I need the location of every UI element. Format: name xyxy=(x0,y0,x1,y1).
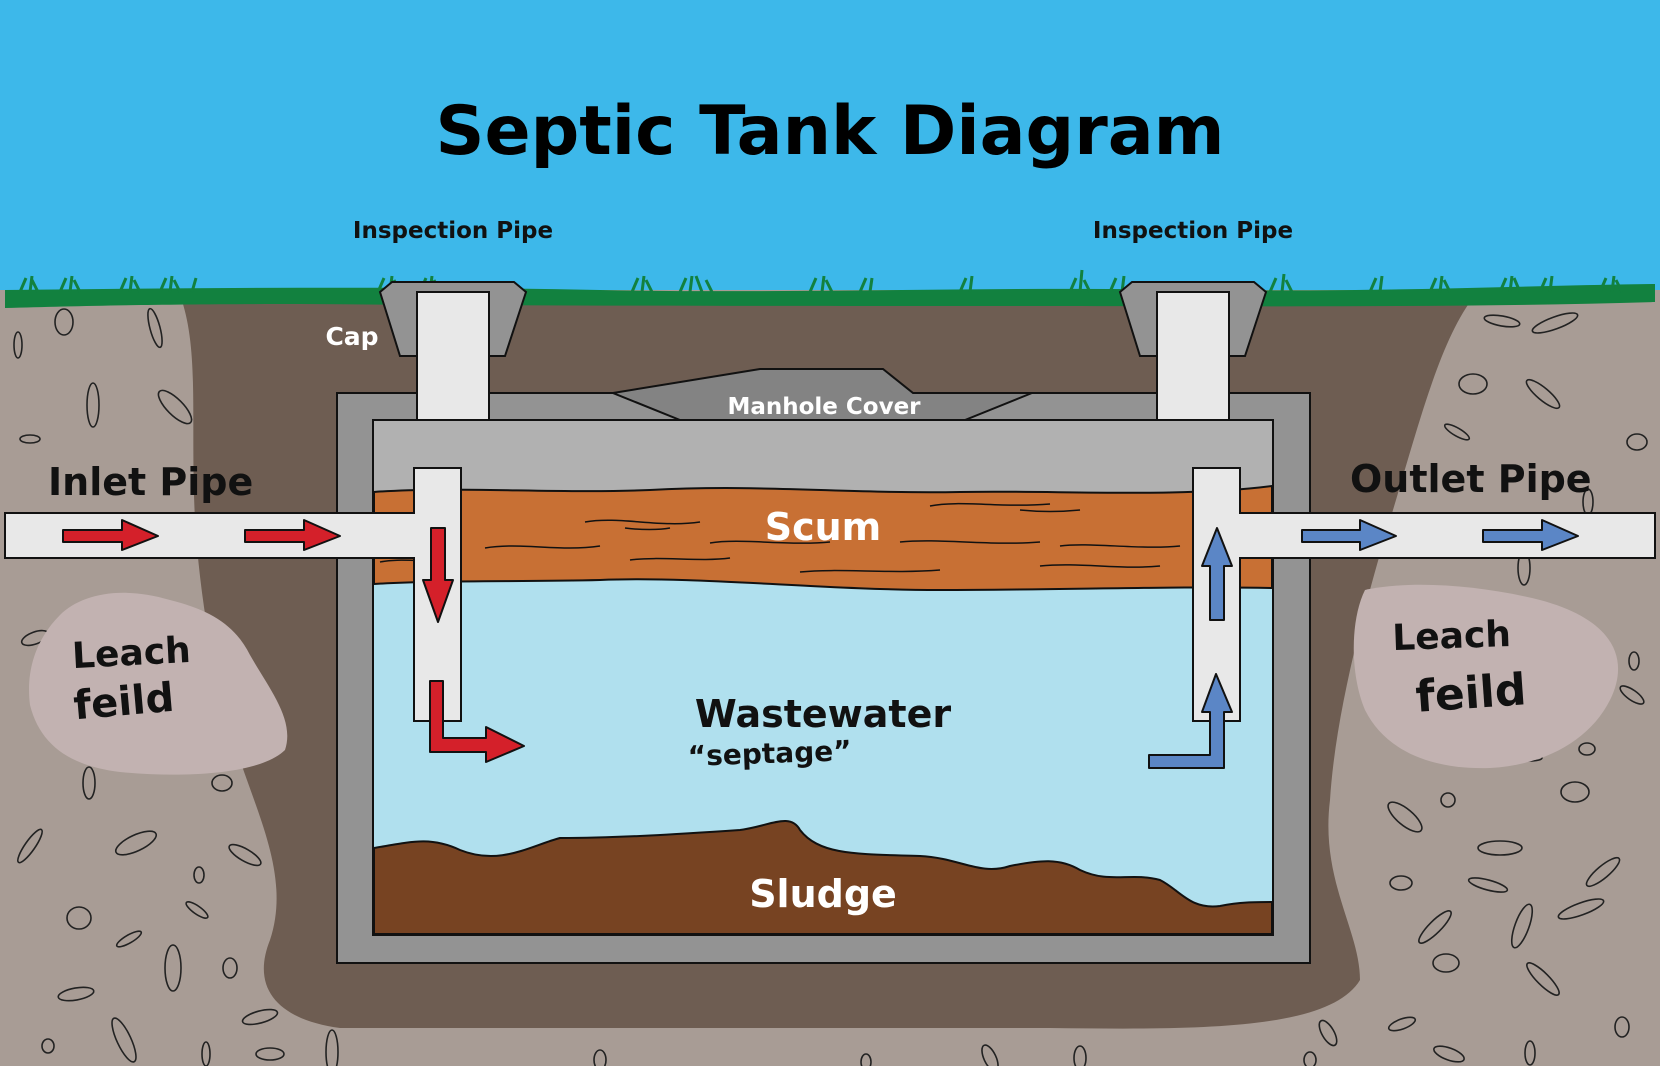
inflow-arrows xyxy=(62,519,525,763)
wastewater-label: Wastewater xyxy=(695,692,951,736)
diagram-title: Septic Tank Diagram xyxy=(436,92,1225,171)
leach-field-left xyxy=(29,592,288,775)
leach-field-right-label-line2: feild xyxy=(1414,664,1528,723)
inflow-arrow-elbow xyxy=(429,680,525,763)
outflow-arrow-up xyxy=(1201,527,1233,621)
outflow-arrow-elbow xyxy=(1148,673,1233,769)
leach-field-left-label-line1: Leach xyxy=(71,630,192,677)
inflow-arrow-2 xyxy=(244,519,341,551)
inspection-pipe-right-group xyxy=(1118,281,1268,421)
inspection-pipe-left xyxy=(416,291,490,421)
sludge-label: Sludge xyxy=(749,872,897,916)
inspection-pipe-right xyxy=(1156,291,1230,421)
inspection-pipe-left-group xyxy=(378,281,528,421)
cap-label: Cap xyxy=(325,322,378,351)
septage-label: “septage” xyxy=(687,734,852,773)
manhole-cover-label: Manhole Cover xyxy=(727,394,921,420)
sludge-layer xyxy=(373,820,1273,935)
leach-field-right xyxy=(1353,584,1619,769)
inspection-pipe-left-label: Inspection Pipe xyxy=(353,218,553,244)
grass-tufts xyxy=(18,269,1624,293)
scum-label: Scum xyxy=(765,505,882,549)
leach-field-right-label-line1: Leach xyxy=(1392,614,1512,659)
gravel-pebbles xyxy=(13,307,1648,1066)
inflow-arrow-1 xyxy=(62,519,159,551)
outflow-arrows xyxy=(1148,519,1579,769)
inspection-pipe-right-label: Inspection Pipe xyxy=(1093,218,1293,244)
inlet-pipe-label: Inlet Pipe xyxy=(48,460,253,504)
outflow-arrow-2 xyxy=(1482,519,1579,551)
inflow-arrow-down xyxy=(422,527,454,623)
leach-field-left-label-line2: feild xyxy=(72,675,176,730)
outlet-pipe-label: Outlet Pipe xyxy=(1350,457,1592,501)
outflow-arrow-1 xyxy=(1301,519,1397,551)
